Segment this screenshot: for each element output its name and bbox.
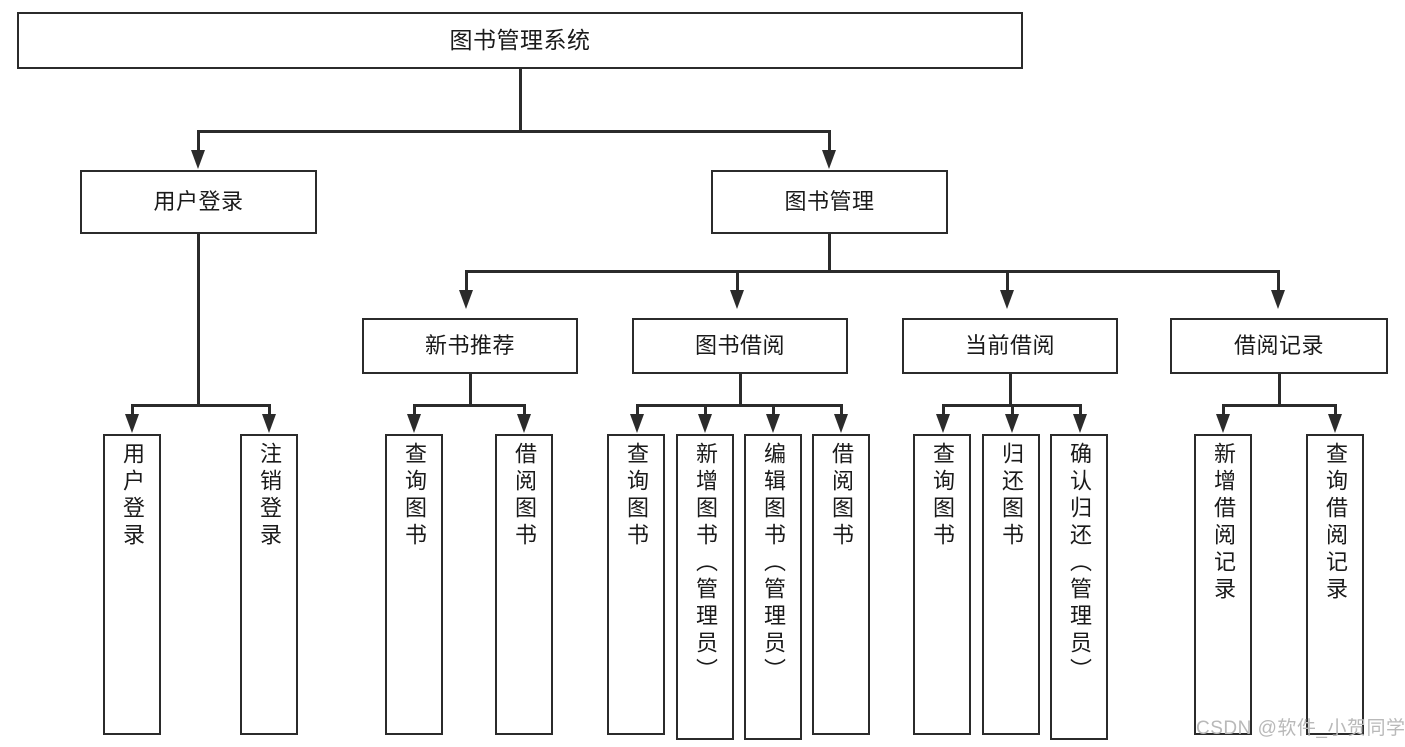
node-label: 注销登录 bbox=[257, 442, 282, 550]
node-root-system[interactable]: 图书管理系统 bbox=[17, 12, 1023, 69]
node-label: 借阅图书 bbox=[829, 442, 854, 550]
connector-to-user-login bbox=[197, 130, 200, 153]
arrowhead-new-book-leaf1 bbox=[517, 414, 531, 433]
arrowhead-book-manage bbox=[822, 150, 836, 169]
connector-user-login-leaf0 bbox=[131, 404, 134, 416]
connector-current-borrow-leaf1 bbox=[1011, 404, 1014, 416]
arrowhead-book-borrow-leaf0 bbox=[630, 414, 644, 433]
connector-to-current-borrow bbox=[1006, 270, 1009, 292]
connector-book-borrow-stem bbox=[739, 374, 742, 406]
connector-book-borrow-bus bbox=[636, 404, 842, 407]
arrowhead-user-login-leaf0 bbox=[125, 414, 139, 433]
node-book-management[interactable]: 图书管理 bbox=[711, 170, 948, 234]
connector-borrow-record-bus bbox=[1222, 404, 1336, 407]
arrowhead-book-borrow-leaf3 bbox=[834, 414, 848, 433]
connector-user-login-bus bbox=[131, 404, 268, 407]
arrowhead-book-borrow bbox=[730, 290, 744, 309]
connector-level3-bus bbox=[465, 270, 1279, 273]
node-borrow-record[interactable]: 借阅记录 bbox=[1170, 318, 1388, 374]
leaf-current-borrow-0[interactable]: 查询图书 bbox=[913, 434, 971, 735]
connector-new-book-leaf0 bbox=[413, 404, 416, 416]
arrowhead-borrow-record bbox=[1271, 290, 1285, 309]
arrowhead-book-borrow-leaf1 bbox=[698, 414, 712, 433]
node-label: 借阅图书 bbox=[512, 442, 537, 550]
csdn-watermark: CSDN @软件_小贺同学 bbox=[1196, 718, 1405, 739]
connector-root-stem bbox=[519, 69, 522, 131]
leaf-current-borrow-1[interactable]: 归还图书 bbox=[982, 434, 1040, 735]
node-label: 图书管理 bbox=[784, 189, 875, 215]
connector-to-book-borrow bbox=[736, 270, 739, 292]
node-label: 新增图书（管理员） bbox=[693, 442, 718, 685]
connector-borrow-record-leaf0 bbox=[1222, 404, 1225, 416]
node-label: 当前借阅 bbox=[964, 333, 1055, 359]
connector-borrow-record-stem bbox=[1278, 374, 1281, 406]
node-label: 用户登录 bbox=[153, 189, 244, 215]
connector-book-borrow-leaf3 bbox=[840, 404, 843, 416]
arrowhead-borrow-record-leaf0 bbox=[1216, 414, 1230, 433]
connector-level2-bus bbox=[197, 130, 830, 133]
leaf-book-borrow-0[interactable]: 查询图书 bbox=[607, 434, 665, 735]
connector-user-login-stem bbox=[197, 234, 200, 406]
leaf-book-borrow-2[interactable]: 编辑图书（管理员） bbox=[744, 434, 802, 740]
connector-current-borrow-leaf2 bbox=[1079, 404, 1082, 416]
leaf-user-login-0[interactable]: 用户登录 bbox=[103, 434, 161, 735]
arrowhead-new-book bbox=[459, 290, 473, 309]
arrowhead-current-borrow-leaf1 bbox=[1005, 414, 1019, 433]
node-current-borrow[interactable]: 当前借阅 bbox=[902, 318, 1118, 374]
arrowhead-user-login bbox=[191, 150, 205, 169]
connector-new-book-bus bbox=[413, 404, 525, 407]
arrowhead-current-borrow-leaf0 bbox=[936, 414, 950, 433]
connector-current-borrow-stem bbox=[1009, 374, 1012, 406]
arrowhead-current-borrow-leaf2 bbox=[1073, 414, 1087, 433]
connector-new-book-leaf1 bbox=[523, 404, 526, 416]
node-user-login[interactable]: 用户登录 bbox=[80, 170, 317, 234]
arrowhead-book-borrow-leaf2 bbox=[766, 414, 780, 433]
arrowhead-user-login-leaf1 bbox=[262, 414, 276, 433]
connector-to-book-manage bbox=[828, 130, 831, 153]
node-label: 用户登录 bbox=[120, 442, 145, 550]
arrowhead-new-book-leaf0 bbox=[407, 414, 421, 433]
connector-book-borrow-leaf2 bbox=[772, 404, 775, 416]
leaf-book-borrow-3[interactable]: 借阅图书 bbox=[812, 434, 870, 735]
node-label: 编辑图书（管理员） bbox=[761, 442, 786, 685]
leaf-borrow-record-1[interactable]: 查询借阅记录 bbox=[1306, 434, 1364, 735]
node-label: 查询图书 bbox=[930, 442, 955, 550]
connector-current-borrow-leaf0 bbox=[942, 404, 945, 416]
arrowhead-borrow-record-leaf1 bbox=[1328, 414, 1342, 433]
node-label: 查询借阅记录 bbox=[1323, 442, 1348, 604]
node-label: 图书管理系统 bbox=[449, 26, 591, 53]
node-label: 新书推荐 bbox=[424, 333, 515, 359]
connector-to-borrow-record bbox=[1277, 270, 1280, 292]
leaf-borrow-record-0[interactable]: 新增借阅记录 bbox=[1194, 434, 1252, 735]
connector-user-login-leaf1 bbox=[268, 404, 271, 416]
node-label: 图书借阅 bbox=[694, 333, 785, 359]
node-label: 确认归还（管理员） bbox=[1067, 442, 1092, 685]
connector-new-book-stem bbox=[469, 374, 472, 406]
node-label: 新增借阅记录 bbox=[1211, 442, 1236, 604]
connector-book-borrow-leaf0 bbox=[636, 404, 639, 416]
connector-borrow-record-leaf1 bbox=[1334, 404, 1337, 416]
node-new-book-recommend[interactable]: 新书推荐 bbox=[362, 318, 578, 374]
connector-book-borrow-leaf1 bbox=[704, 404, 707, 416]
leaf-new-book-0[interactable]: 查询图书 bbox=[385, 434, 443, 735]
leaf-new-book-1[interactable]: 借阅图书 bbox=[495, 434, 553, 735]
arrowhead-current-borrow bbox=[1000, 290, 1014, 309]
node-label: 借阅记录 bbox=[1233, 333, 1324, 359]
node-label: 查询图书 bbox=[402, 442, 427, 550]
leaf-user-login-1[interactable]: 注销登录 bbox=[240, 434, 298, 735]
connector-to-new-book bbox=[465, 270, 468, 292]
leaf-current-borrow-2[interactable]: 确认归还（管理员） bbox=[1050, 434, 1108, 740]
node-book-borrow[interactable]: 图书借阅 bbox=[632, 318, 848, 374]
node-label: 归还图书 bbox=[999, 442, 1024, 550]
leaf-book-borrow-1[interactable]: 新增图书（管理员） bbox=[676, 434, 734, 740]
node-label: 查询图书 bbox=[624, 442, 649, 550]
connector-book-manage-stem bbox=[828, 234, 831, 272]
